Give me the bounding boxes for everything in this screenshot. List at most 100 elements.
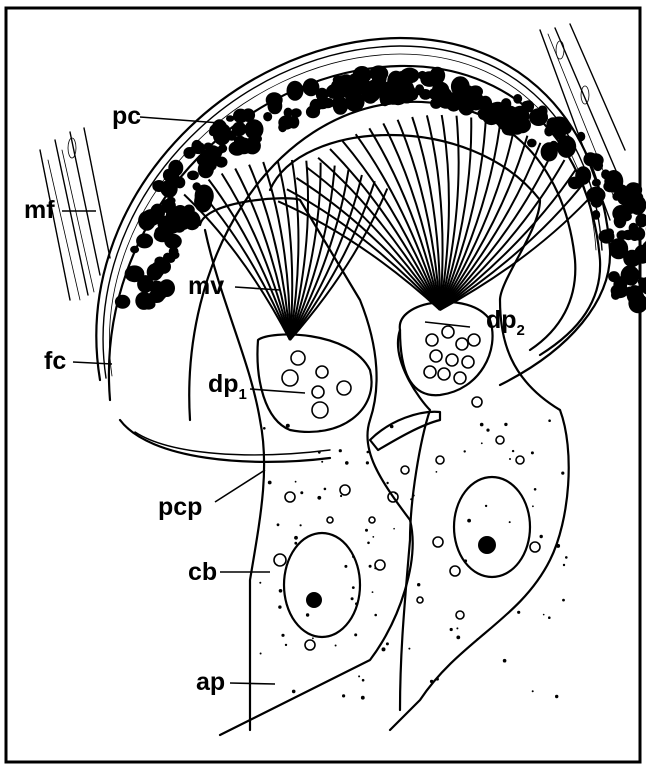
cytoplasm-speck [365, 529, 368, 532]
cytoplasm-speck [534, 488, 537, 491]
pigment-granule [372, 69, 387, 86]
cytoplasm-speck [481, 442, 483, 444]
pigment-granule [592, 179, 601, 187]
organelle [316, 366, 328, 378]
organelle [305, 640, 315, 650]
organelle [468, 334, 480, 346]
cytoplasm-speck [532, 690, 534, 692]
organelle [312, 386, 324, 398]
organelle [450, 566, 460, 576]
organelle [456, 611, 464, 619]
pigment-granule [527, 139, 537, 148]
cytoplasm-speck [335, 645, 337, 647]
organelle [430, 350, 442, 362]
pigment-granule [199, 151, 219, 167]
pigment-granule [424, 73, 435, 84]
organelle [446, 354, 458, 366]
pigment-granule [266, 92, 283, 107]
cytoplasm-speck [300, 524, 302, 526]
cytoplasm-speck [319, 430, 321, 432]
cytoplasm-speck [556, 544, 560, 548]
cytoplasm-speck [382, 647, 386, 651]
organelle [456, 338, 468, 350]
cytoplasm-speck [417, 583, 420, 586]
pigment-granule [557, 136, 576, 158]
pigment-granule [348, 84, 356, 93]
organelle [496, 436, 504, 444]
pigment-granule [152, 286, 162, 296]
cytoplasm-speck [477, 638, 479, 640]
organelle [462, 356, 474, 368]
organelle [426, 334, 438, 346]
pigment-granule [583, 152, 597, 166]
pigment-granule [232, 122, 247, 136]
pigment-granule [521, 101, 532, 110]
cytoplasm-speck [543, 614, 545, 616]
pigment-granule [175, 210, 192, 230]
cytoplasm-speck [358, 675, 360, 677]
pigment-granule [623, 266, 639, 283]
cytoplasm-speck [367, 451, 370, 454]
cytoplasm-speck [306, 613, 309, 616]
label-pc: pc [112, 102, 141, 130]
pigment-granule [501, 98, 511, 110]
organelles [259, 326, 567, 700]
cytoplasm-speck [352, 556, 354, 558]
cytoplasm-speck [294, 536, 298, 540]
organelle [274, 554, 286, 566]
label-mf: mf [24, 196, 55, 224]
pigment-granule [529, 108, 548, 126]
cytoplasm-speck [561, 472, 564, 475]
pigment-granule [636, 292, 644, 301]
pigment-granule [263, 112, 272, 121]
pigment-granule [629, 195, 646, 215]
distal-process-1 [257, 334, 371, 431]
organelle [454, 372, 466, 384]
cytoplasm-speck [408, 648, 410, 650]
cytoplasm-speck [390, 425, 394, 429]
cytoplasm-speck [450, 628, 453, 631]
label-pcp: pcp [158, 493, 202, 521]
cytoplasm-speck [324, 488, 327, 491]
cytoplasm-speck [517, 611, 520, 614]
pigment-granule [612, 192, 620, 201]
organelle [401, 466, 409, 474]
cytoplasm-speck [531, 451, 534, 454]
cytoplasm-speck [548, 616, 551, 619]
distal-process-2 [400, 302, 493, 395]
cytoplasm-speck [285, 644, 287, 646]
cytoplasm-speck [318, 451, 321, 454]
cytoplasm-speck [413, 495, 415, 497]
cytoplasm-speck [464, 559, 467, 562]
pigment-granule [316, 88, 328, 102]
cytoplasm-speck [485, 505, 487, 507]
pigment-granule [287, 81, 304, 101]
pigment-granule [355, 69, 371, 82]
pigment-granule [136, 233, 153, 248]
label-cb: cb [188, 558, 217, 586]
organelle [327, 517, 333, 523]
cytoplasm-speck [562, 599, 565, 602]
organelle [375, 560, 385, 570]
pigment-granule [622, 230, 634, 240]
organelle [436, 456, 444, 464]
organelle [438, 368, 450, 380]
cytoplasm-speck [509, 458, 511, 460]
cytoplasm-speck [555, 695, 558, 698]
cytoplasm-speck [367, 542, 370, 545]
cytoplasm-speck [361, 696, 365, 700]
cytoplasm-speck [548, 419, 551, 422]
cytoplasm-speck [263, 427, 266, 430]
cytoplasm-speck [259, 582, 261, 584]
pigment-granule [115, 295, 130, 309]
organelle [442, 326, 454, 338]
label-dp1-main: dp [208, 370, 239, 398]
cytoplasm-speck [366, 461, 369, 464]
cytoplasm-speck [277, 523, 280, 526]
cytoplasm-speck [344, 565, 347, 568]
organelle [433, 537, 443, 547]
pigment-granule [592, 210, 600, 220]
pigment-granule [213, 123, 231, 141]
organelle [472, 397, 482, 407]
